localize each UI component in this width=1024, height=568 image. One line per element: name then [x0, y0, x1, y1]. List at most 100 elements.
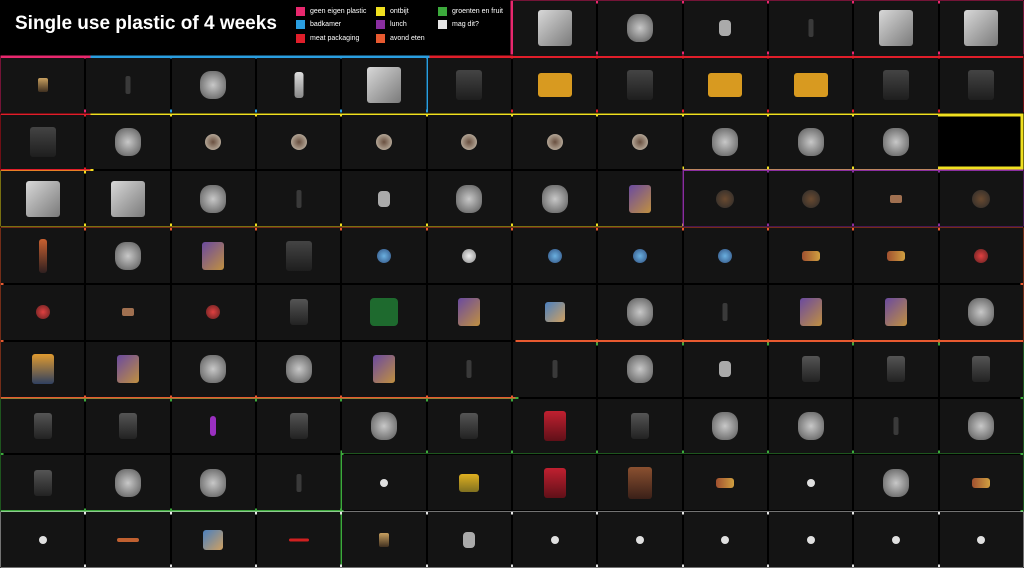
photo-cell — [86, 398, 170, 454]
photo-cell — [427, 114, 511, 170]
plastic-item — [628, 184, 651, 213]
plastic-item — [200, 355, 227, 384]
plastic-item — [550, 535, 559, 544]
plastic-item — [285, 240, 312, 271]
photo-cell — [342, 341, 426, 397]
plastic-item — [537, 10, 572, 47]
plastic-item — [537, 73, 572, 98]
legend-swatch — [376, 33, 385, 43]
plastic-item — [793, 73, 828, 98]
photo-cell — [86, 512, 170, 567]
photo-cell — [256, 57, 341, 113]
plastic-item — [210, 415, 217, 436]
plastic-item — [206, 305, 221, 320]
photo-cell — [427, 171, 511, 227]
plastic-item — [35, 305, 50, 320]
photo-cell — [768, 1, 853, 56]
plastic-item — [722, 303, 728, 322]
plastic-item — [889, 194, 902, 203]
plastic-item — [886, 356, 905, 383]
plastic-item — [460, 412, 479, 439]
photo-cell — [256, 114, 341, 170]
photo-cell — [86, 171, 170, 227]
photo-cell — [768, 57, 853, 113]
plastic-item — [718, 248, 733, 263]
photo-cell — [768, 341, 853, 397]
plastic-item — [806, 535, 815, 544]
plastic-item — [38, 238, 47, 273]
photo-cell — [512, 285, 597, 340]
photo-cell — [171, 171, 255, 227]
plastic-item — [29, 126, 56, 157]
plastic-item — [462, 248, 477, 263]
legend-swatch — [296, 33, 305, 43]
photo-cell — [854, 228, 938, 283]
plastic-item — [878, 10, 913, 47]
legend-swatch — [376, 19, 385, 29]
photo-cell — [342, 228, 426, 283]
photo-cell — [768, 398, 853, 454]
photo-cell — [512, 341, 597, 397]
plastic-item — [114, 241, 141, 270]
photo-cell — [512, 398, 597, 454]
plastic-item — [205, 133, 222, 150]
photo-cell — [427, 228, 511, 283]
legend-swatch — [296, 19, 305, 29]
photo-cell — [598, 1, 682, 56]
plastic-item — [121, 308, 134, 317]
photo-cell — [1, 114, 85, 170]
plastic-item — [626, 14, 653, 43]
photo-cell — [256, 341, 341, 397]
photo-cell — [939, 285, 1023, 340]
photo-cell — [256, 285, 341, 340]
plastic-item — [459, 473, 480, 492]
plastic-item — [964, 10, 999, 47]
photo-cell — [427, 512, 511, 567]
plastic-item — [808, 19, 814, 38]
plastic-item — [708, 73, 743, 98]
photo-cell — [1, 455, 85, 511]
plastic-item — [289, 412, 308, 439]
plastic-item — [893, 416, 899, 435]
plastic-item — [719, 361, 732, 378]
plastic-item — [626, 355, 653, 384]
photo-cell — [512, 512, 597, 567]
legend-label: lunch — [390, 20, 407, 28]
legend-item: badkamer — [296, 19, 341, 29]
photo-cell — [854, 341, 938, 397]
photo-cell — [171, 114, 255, 170]
plastic-item — [296, 189, 302, 208]
legend-item: meat packaging — [296, 33, 359, 43]
plastic-item — [626, 70, 653, 101]
legend-label: geen eigen plastic — [310, 7, 367, 15]
plastic-item — [630, 412, 649, 439]
plastic-item — [114, 468, 141, 497]
legend-swatch — [296, 6, 305, 16]
plastic-item — [797, 127, 824, 156]
plastic-item — [369, 298, 398, 327]
plastic-item — [884, 298, 907, 327]
plastic-item — [288, 538, 309, 542]
photo-cell — [598, 398, 682, 454]
photo-cell — [1, 285, 85, 340]
photo-cell — [342, 285, 426, 340]
plastic-item — [370, 411, 397, 440]
photo-cell — [256, 171, 341, 227]
photo-cell — [342, 171, 426, 227]
photo-cell — [1, 398, 85, 454]
photo-cell — [598, 455, 682, 511]
plastic-item — [33, 469, 52, 496]
plastic-item — [968, 411, 995, 440]
photo-cell — [854, 57, 938, 113]
plastic-item — [114, 127, 141, 156]
photo-cell — [427, 398, 511, 454]
photo-cell — [256, 455, 341, 511]
photo-cell — [86, 455, 170, 511]
photo-cell — [171, 512, 255, 567]
page-title: Single use plastic of 4 weeks — [15, 13, 277, 34]
legend-label: groenten en fruit — [452, 7, 503, 15]
plastic-item — [31, 354, 54, 385]
photo-cell — [939, 455, 1023, 511]
photo-cell — [939, 57, 1023, 113]
